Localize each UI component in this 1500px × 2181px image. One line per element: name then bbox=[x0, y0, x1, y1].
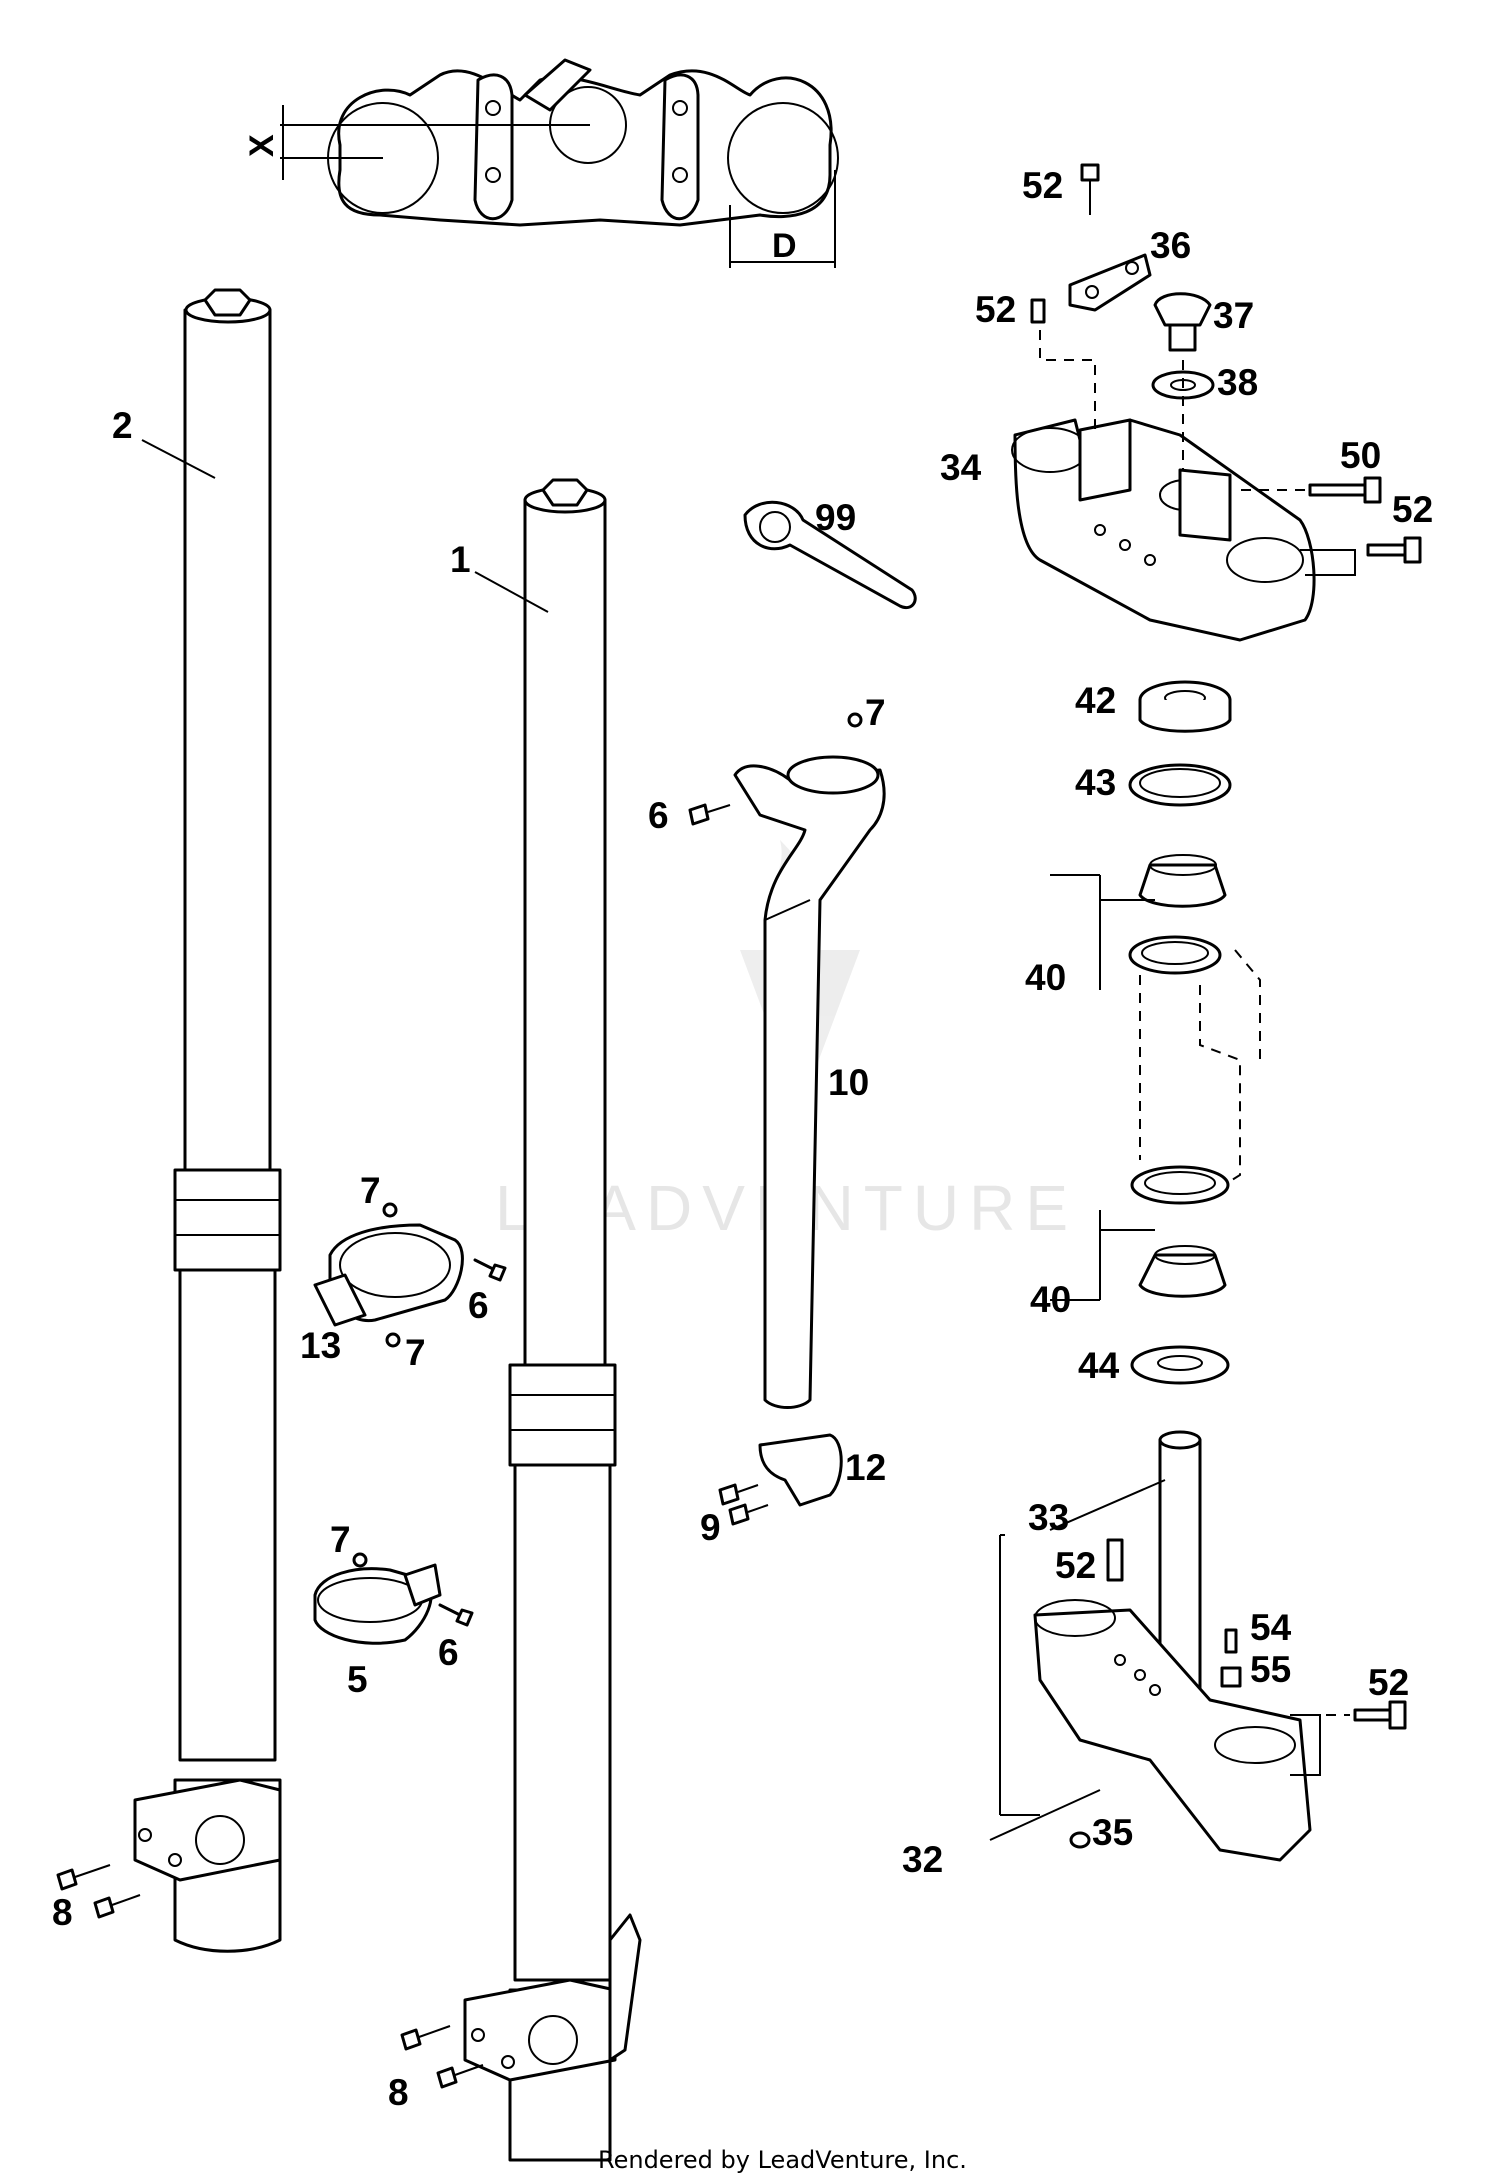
nut-7-clamp5 bbox=[352, 1552, 368, 1568]
callout-7-clamp13-top: 7 bbox=[360, 1170, 381, 1211]
triple-clamp-dimension-view: X D bbox=[243, 58, 839, 268]
bolt-52-top bbox=[1080, 163, 1100, 215]
callout-55: 55 bbox=[1250, 1649, 1291, 1690]
callout-12: 12 bbox=[845, 1447, 886, 1488]
bolt-52-lower-right bbox=[1353, 1700, 1407, 1730]
bearing-race-40-lower bbox=[1130, 1165, 1230, 1205]
bearing-race-40-upper bbox=[1128, 935, 1222, 975]
dimension-x-label: X bbox=[243, 134, 281, 157]
callout-34: 34 bbox=[940, 447, 982, 488]
callout-7-clamp5: 7 bbox=[330, 1519, 351, 1560]
cap-screw-37 bbox=[1153, 292, 1212, 352]
bolt-52-lower-clamp bbox=[1106, 1538, 1124, 1582]
bolt-6-clamp5 bbox=[438, 1603, 474, 1627]
callout-labels: 2 1 99 52 36 52 37 38 34 50 52 42 43 40 … bbox=[52, 165, 1433, 2113]
callout-6-clamp5: 6 bbox=[438, 1632, 459, 1673]
callout-8-right: 8 bbox=[388, 2072, 409, 2113]
callout-43: 43 bbox=[1075, 762, 1116, 803]
guard-clamp-5 bbox=[313, 1563, 442, 1645]
nut-7-clamp13-top bbox=[382, 1202, 398, 1218]
callout-36: 36 bbox=[1150, 225, 1191, 266]
callout-6-guard: 6 bbox=[648, 795, 669, 836]
callout-40-upper: 40 bbox=[1025, 957, 1066, 998]
bolts-8-left bbox=[56, 1864, 141, 1919]
fork-guard-10 bbox=[733, 755, 886, 1409]
upper-triple-clamp-34 bbox=[1011, 418, 1316, 642]
callout-33: 33 bbox=[1028, 1497, 1069, 1538]
callout-38: 38 bbox=[1217, 362, 1258, 403]
callout-1: 1 bbox=[450, 539, 471, 580]
bolt-6-clamp13 bbox=[473, 1258, 507, 1282]
handlebar-clamp-36 bbox=[1068, 253, 1152, 312]
callout-52-top: 52 bbox=[1022, 165, 1063, 206]
callout-35: 35 bbox=[1092, 1812, 1133, 1853]
dimension-d-label: D bbox=[772, 227, 797, 265]
callout-54: 54 bbox=[1250, 1607, 1292, 1648]
guard-clamp-13 bbox=[313, 1223, 464, 1327]
callout-7-guard: 7 bbox=[865, 692, 886, 733]
callout-37: 37 bbox=[1213, 295, 1254, 336]
callout-52-right: 52 bbox=[1392, 489, 1433, 530]
callout-50: 50 bbox=[1340, 435, 1381, 476]
callout-32: 32 bbox=[902, 1839, 943, 1880]
callout-52-second: 52 bbox=[975, 289, 1016, 330]
fork-leg-right bbox=[463, 478, 642, 2162]
callout-52-lower-clamp: 52 bbox=[1055, 1545, 1096, 1586]
tapered-bearing-40-lower bbox=[1138, 1245, 1227, 1298]
nut-35 bbox=[1069, 1831, 1091, 1849]
nut-55 bbox=[1220, 1666, 1242, 1688]
callout-5: 5 bbox=[347, 1659, 368, 1700]
callout-2: 2 bbox=[112, 405, 133, 446]
callout-40-lower: 40 bbox=[1030, 1279, 1071, 1320]
nut-7-clamp13-bottom bbox=[385, 1332, 401, 1348]
bolt-52-right bbox=[1366, 536, 1422, 564]
callout-44: 44 bbox=[1078, 1345, 1120, 1386]
bolt-54 bbox=[1224, 1628, 1238, 1654]
seal-44 bbox=[1130, 1345, 1230, 1385]
callout-42: 42 bbox=[1075, 680, 1116, 721]
callout-99: 99 bbox=[815, 497, 856, 538]
spanner-wrench-99 bbox=[743, 500, 917, 609]
brake-hose-guide-12 bbox=[758, 1433, 843, 1507]
callout-13: 13 bbox=[300, 1325, 341, 1366]
lower-triple-clamp-32 bbox=[1033, 1430, 1312, 1862]
bolt-50 bbox=[1308, 476, 1382, 504]
callout-7-clamp13-bottom: 7 bbox=[405, 1332, 426, 1373]
nut-7-guard bbox=[847, 712, 863, 728]
bolts-9 bbox=[718, 1483, 769, 1526]
callout-6-clamp13: 6 bbox=[468, 1285, 489, 1326]
dust-seal-42 bbox=[1138, 680, 1232, 733]
callout-9: 9 bbox=[700, 1507, 721, 1548]
fork-leg-left bbox=[133, 288, 282, 1953]
bolts-8-right bbox=[400, 2025, 484, 2089]
seal-ring-43 bbox=[1128, 763, 1232, 807]
bolt-52-small bbox=[1030, 298, 1046, 324]
tapered-bearing-40-upper bbox=[1138, 854, 1227, 908]
callout-52-lower-right: 52 bbox=[1368, 1662, 1409, 1703]
leader-lines bbox=[141, 439, 1166, 1841]
rendered-by-footer: Rendered by LeadVenture, Inc. bbox=[598, 2146, 967, 2174]
callout-8-left: 8 bbox=[52, 1892, 73, 1933]
bolt-6-guard bbox=[688, 803, 731, 826]
callout-10: 10 bbox=[828, 1062, 869, 1103]
